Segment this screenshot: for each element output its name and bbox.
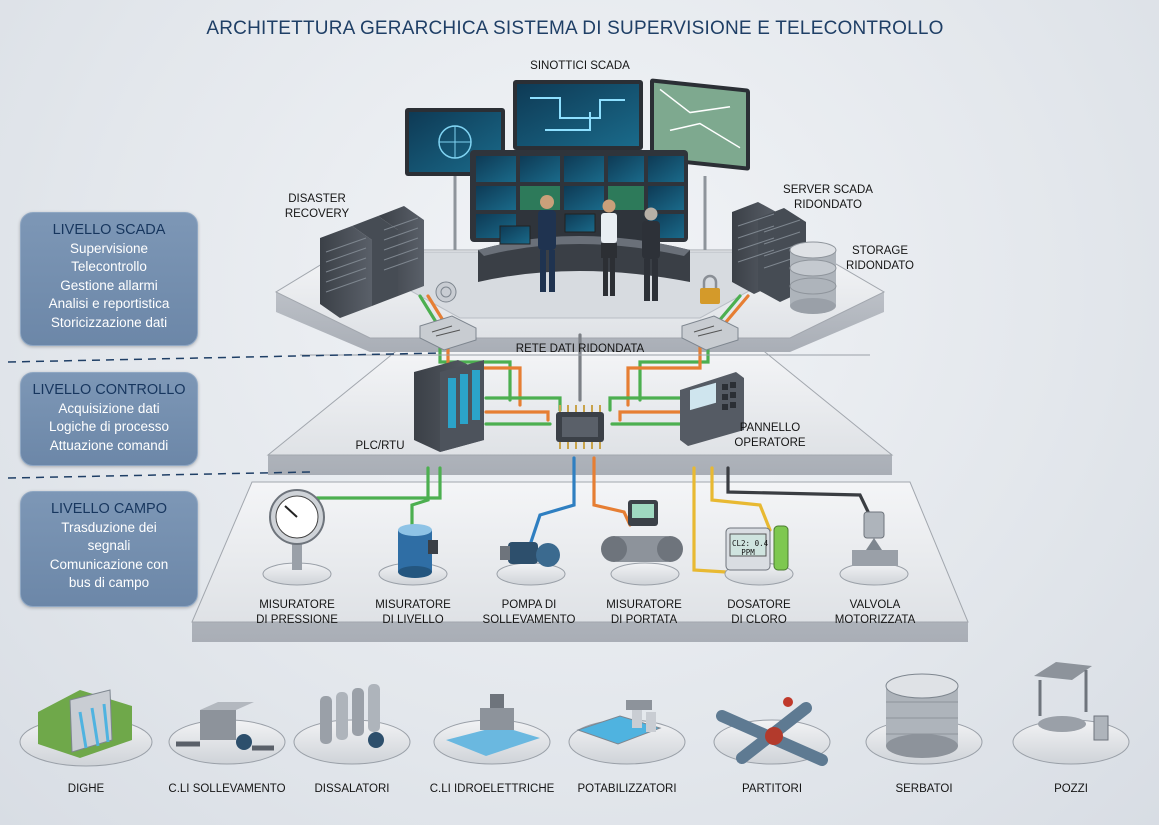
pump-icon <box>500 542 560 567</box>
level-item: Attuazione comandi <box>49 437 169 453</box>
level-item: Storicizzazione dati <box>50 314 168 330</box>
plc-rtu-cabinet <box>414 360 484 452</box>
plc-rtu-label: PLC/RTU <box>355 440 405 452</box>
level-item: segnali <box>87 538 131 553</box>
network-switch-left <box>419 315 477 351</box>
level-item: Gestione allarmi <box>60 277 158 293</box>
level-box-scada: LIVELLO SCADA Supervisione Telecontrollo… <box>20 212 198 346</box>
chlorine-doser-icon <box>725 525 789 571</box>
field-platform <box>191 481 969 642</box>
level-item: Acquisizione dati <box>58 400 160 416</box>
level-sensor-icon <box>398 524 438 578</box>
well-icon <box>1034 662 1109 741</box>
scada-monitor-wall <box>405 78 750 250</box>
facility-label-wells: POZZI <box>1054 783 1088 795</box>
operator-panel-label: PANNELLO OPERATORE <box>734 422 806 449</box>
operator-panel <box>680 372 744 446</box>
storage-cylinders <box>789 241 837 314</box>
disaster-recovery-label: DISASTER RECOVERY <box>284 193 350 220</box>
pipe-splitter-icon <box>716 697 828 766</box>
level-box-control: LIVELLO CONTROLLO Acquisizione dati Logi… <box>20 372 198 466</box>
level-item: Analisi e reportistica <box>48 296 170 311</box>
level-box-field: LIVELLO CAMPO Trasduzione dei segnali Co… <box>20 491 198 607</box>
facility-label-desalination: DISSALATORI <box>314 783 390 795</box>
facility-label-splitters: PARTITORI <box>741 783 803 795</box>
desalination-icon <box>320 684 384 748</box>
level-item: Comunicazione con <box>49 556 169 572</box>
level-title-field: LIVELLO CAMPO <box>50 501 168 517</box>
level-item: bus di campo <box>68 575 150 590</box>
water-treatment-icon <box>576 700 662 745</box>
hydroelectric-icon <box>446 694 540 756</box>
level-item: Trasduzione dei <box>61 519 157 535</box>
facility-label-dams: DIGHE <box>67 783 105 795</box>
level-title-scada: LIVELLO SCADA <box>52 222 166 238</box>
level-title-control: LIVELLO CONTROLLO <box>32 382 186 398</box>
facility-label-tanks: SERBATOI <box>895 783 953 795</box>
lock-icon <box>700 274 720 304</box>
motorized-valve-icon <box>852 511 898 566</box>
server-scada-label: SERVER SCADA RIDONDATO <box>783 184 873 211</box>
control-desk <box>478 213 690 282</box>
operators <box>538 195 660 301</box>
tank-icon <box>885 673 959 758</box>
storage-label: STORAGE RIDONDATO <box>846 245 914 272</box>
scada-monitors-label: SINOTTICI SCADA <box>530 60 630 72</box>
disaster-recovery-racks <box>320 206 424 318</box>
facility-label-lifting: C.LI SOLLEVAMENTO <box>168 783 286 795</box>
fingerprint-icon <box>435 281 457 303</box>
level-item: Logiche di processo <box>48 419 170 434</box>
network-cables <box>316 294 874 574</box>
level-item: Supervisione <box>69 240 149 256</box>
network-switch-right <box>681 315 739 351</box>
processor-chip <box>556 405 604 449</box>
pressure-gauge-icon <box>269 489 325 570</box>
network-label: RETE DATI RIDONDATA <box>515 343 645 355</box>
level-item: Telecontrollo <box>71 259 147 274</box>
facility-label-hydroelectric: C.LI IDROELETTRICHE <box>429 783 555 795</box>
level-separators <box>7 352 441 479</box>
page-title: ARCHITETTURA GERARCHICA SISTEMA DI SUPER… <box>206 18 944 39</box>
flow-meter-icon <box>601 500 683 562</box>
facility-label-treatment: POTABILIZZATORI <box>577 783 677 795</box>
chlorine-display-text: CL2: 0.4 PPM <box>732 539 769 557</box>
lifting-plant-icon <box>176 702 274 751</box>
dam-icon <box>38 689 132 758</box>
